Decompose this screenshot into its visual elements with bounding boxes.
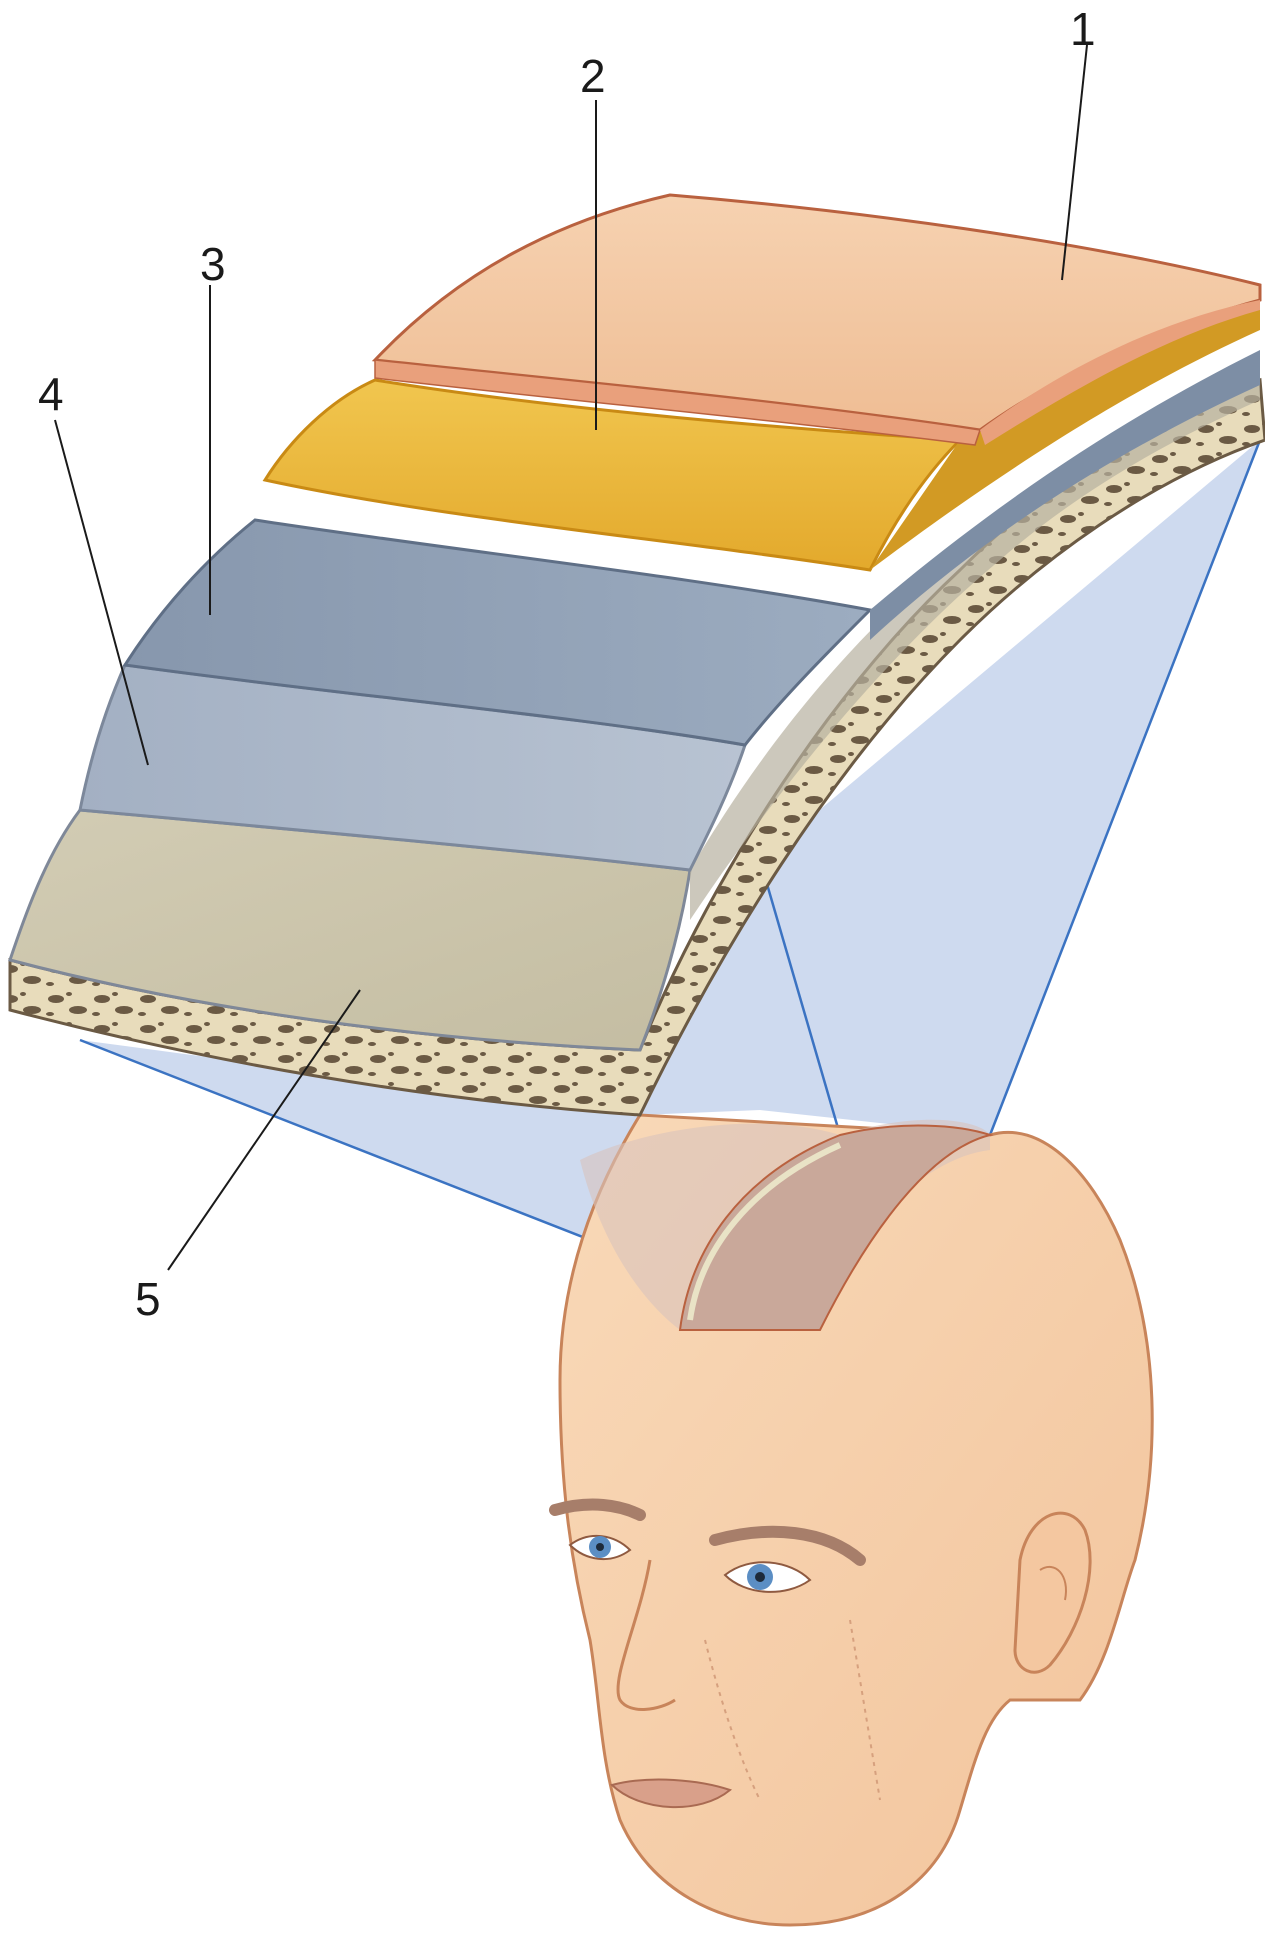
label-4: 4 bbox=[38, 368, 64, 420]
leader-line-1 bbox=[1062, 45, 1087, 280]
label-5: 5 bbox=[135, 1273, 161, 1325]
label-1: 1 bbox=[1070, 3, 1096, 55]
leader-line-4 bbox=[55, 420, 148, 765]
label-2: 2 bbox=[580, 50, 606, 102]
head-illustration bbox=[555, 1115, 1152, 1925]
label-3: 3 bbox=[200, 238, 226, 290]
